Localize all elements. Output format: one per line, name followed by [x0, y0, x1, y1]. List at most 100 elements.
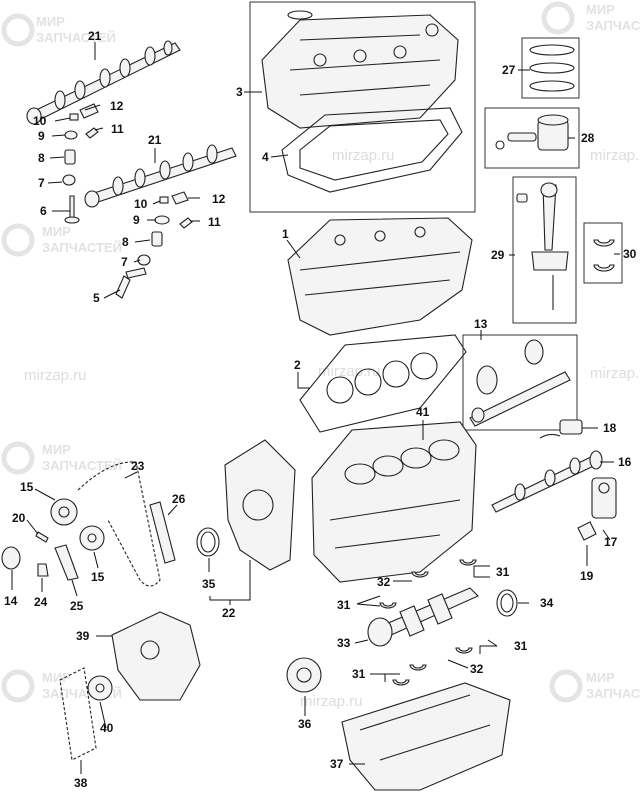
chain-guide-26 [149, 501, 176, 564]
callout-29: 29 [491, 248, 505, 262]
callout-3: 3 [236, 85, 243, 99]
callout-1: 1 [282, 227, 289, 241]
svg-text:ЗАПЧАСТЕЙ: ЗАПЧАСТЕЙ [42, 240, 122, 255]
sprocket-15-lower [79, 525, 105, 551]
callout-41: 41 [416, 405, 430, 419]
callout-7: 7 [38, 176, 45, 190]
callout-9: 9 [133, 213, 140, 227]
callout-28: 28 [581, 131, 595, 145]
callout-12: 12 [110, 99, 124, 113]
callout-39: 39 [76, 629, 90, 643]
watermark-logo: МИР ЗАПЧАСТЕЙ [1, 13, 116, 47]
callout-32: 32 [470, 662, 484, 676]
front-cover [224, 439, 296, 571]
callout-20: 20 [12, 511, 26, 525]
connecting-rod-box [512, 176, 577, 324]
callout-11: 11 [208, 215, 221, 229]
callout-17: 17 [604, 535, 618, 549]
seal-35 [196, 527, 220, 557]
exhaust-camshaft [491, 450, 603, 513]
svg-text:ЗАПЧАСТЕЙ: ЗАПЧАСТЕЙ [36, 30, 116, 45]
svg-text:ЗАПЧАСТЕЙ: ЗАПЧАСТЕЙ [586, 18, 640, 33]
rear-seal-34 [496, 589, 518, 617]
callout-16: 16 [618, 455, 632, 469]
watermark-url: mirzap.ru [590, 147, 640, 164]
plug-24 [37, 563, 49, 577]
callout-33: 33 [337, 636, 351, 650]
pulley-36 [286, 657, 322, 693]
watermark-logo: МИР ЗАПЧАСТЕЙ [541, 1, 640, 35]
watermark-url: mirzap.ru [332, 147, 395, 164]
vvt-box [462, 334, 578, 431]
watermark-url: mirzap.ru [24, 367, 87, 384]
callout-40: 40 [100, 721, 114, 735]
main-bearings [379, 559, 477, 686]
vvt-assembly [469, 339, 571, 427]
callout-11: 11 [111, 122, 124, 136]
timing-chain-23 [77, 461, 161, 587]
callout-4: 4 [262, 150, 269, 164]
cam-sensor [539, 419, 583, 439]
callout-32: 32 [377, 575, 391, 589]
callout-34: 34 [540, 596, 554, 610]
crankshaft [367, 587, 479, 647]
callout-36: 36 [298, 717, 312, 731]
watermark-url: mirzap.ru [590, 365, 640, 382]
svg-text:ЗАПЧАСТЕЙ: ЗАПЧАСТЕЙ [42, 458, 122, 473]
callout-26: 26 [172, 492, 186, 506]
rod-bearings-box [583, 222, 623, 284]
connecting-rod [516, 182, 569, 310]
watermark-layer: МИР ЗАПЧАСТЕЙ МИР ЗАПЧАСТЕЙ МИР ЗАПЧАСТЕ… [1, 1, 640, 710]
callout-18: 18 [603, 421, 617, 435]
callout-5: 5 [93, 291, 100, 305]
svg-text:МИР: МИР [42, 670, 71, 685]
bracket-19 [577, 521, 597, 541]
callout-23: 23 [131, 459, 145, 473]
callout-31: 31 [352, 667, 366, 681]
svg-text:МИР: МИР [36, 14, 65, 29]
callout-7: 7 [121, 255, 128, 269]
leader-lines [11, 42, 620, 774]
callout-22: 22 [222, 606, 236, 620]
oil-pump-chain [59, 667, 97, 761]
watermark-logo: МИР ЗАПЧАСТЕЙ [1, 441, 122, 475]
callout-9: 9 [38, 129, 45, 143]
callout-35: 35 [202, 577, 216, 591]
camshaft-lower [84, 144, 237, 208]
callout-13: 13 [474, 317, 488, 331]
callout-10: 10 [134, 197, 148, 211]
valve-parts-lower [115, 191, 193, 299]
valve-cover-gasket [281, 107, 463, 193]
callout-labels: 21 10 12 9 11 8 7 6 21 10 12 9 11 8 7 5 … [4, 29, 637, 790]
piston-rings-box [521, 37, 580, 99]
bolt-20 [35, 531, 49, 543]
head-gasket [299, 334, 467, 433]
callout-15: 15 [20, 480, 34, 494]
callout-21: 21 [148, 133, 162, 147]
callout-14: 14 [4, 594, 18, 608]
callout-15: 15 [91, 570, 105, 584]
oil-pump-sprocket [87, 675, 113, 701]
callout-19: 19 [580, 569, 594, 583]
watermark-url: mirzap.ru [318, 363, 381, 380]
callout-8: 8 [122, 235, 129, 249]
oil-pan [341, 682, 511, 791]
callout-27: 27 [502, 63, 516, 77]
callout-12: 12 [212, 192, 226, 206]
callout-8: 8 [38, 151, 45, 165]
svg-text:МИР: МИР [586, 670, 615, 685]
piston-rings [529, 44, 575, 92]
watermark-logo: МИР ЗАПЧАСТЕЙ [549, 669, 640, 703]
watermark-logo: МИР ЗАПЧАСТЕЙ [1, 223, 122, 257]
engine-block [311, 421, 477, 583]
callout-37: 37 [330, 757, 344, 771]
piston [495, 114, 569, 151]
callout-2: 2 [294, 358, 301, 372]
tensioner-17 [591, 477, 617, 519]
callout-6: 6 [40, 204, 47, 218]
callout-31: 31 [514, 639, 528, 653]
valve-cover [261, 10, 459, 129]
svg-text:ЗАПЧАСТЕЙ: ЗАПЧАСТЕЙ [586, 686, 640, 701]
callout-31: 31 [496, 565, 510, 579]
